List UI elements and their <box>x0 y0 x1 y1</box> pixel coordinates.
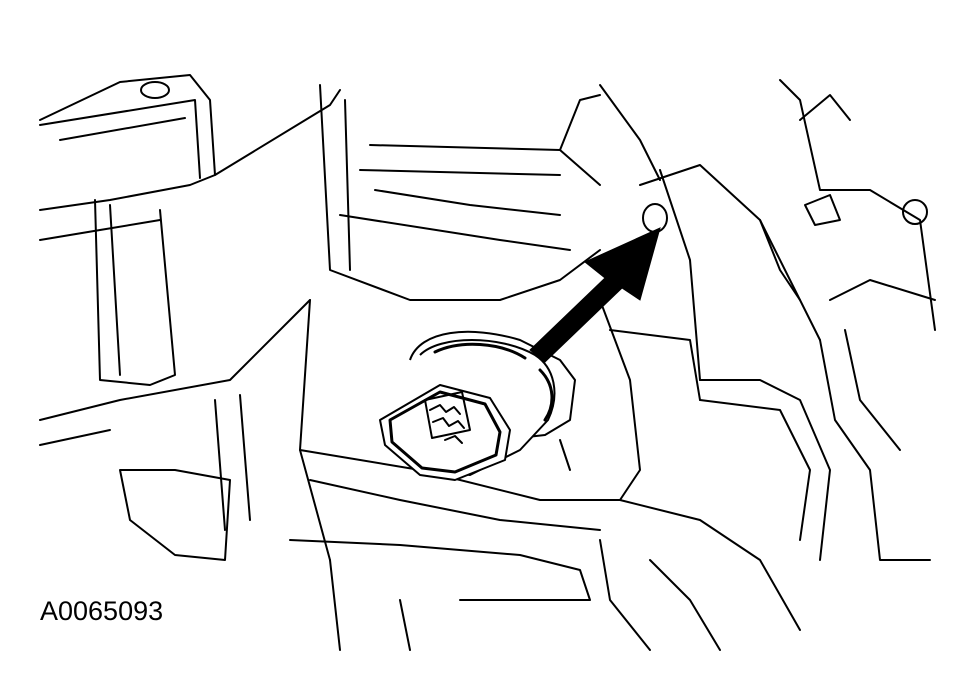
housing-background <box>39 74 936 651</box>
figure-id-label: A0065093 <box>40 596 164 626</box>
sensor-connector <box>379 330 576 481</box>
arrow-pointer <box>529 227 661 363</box>
